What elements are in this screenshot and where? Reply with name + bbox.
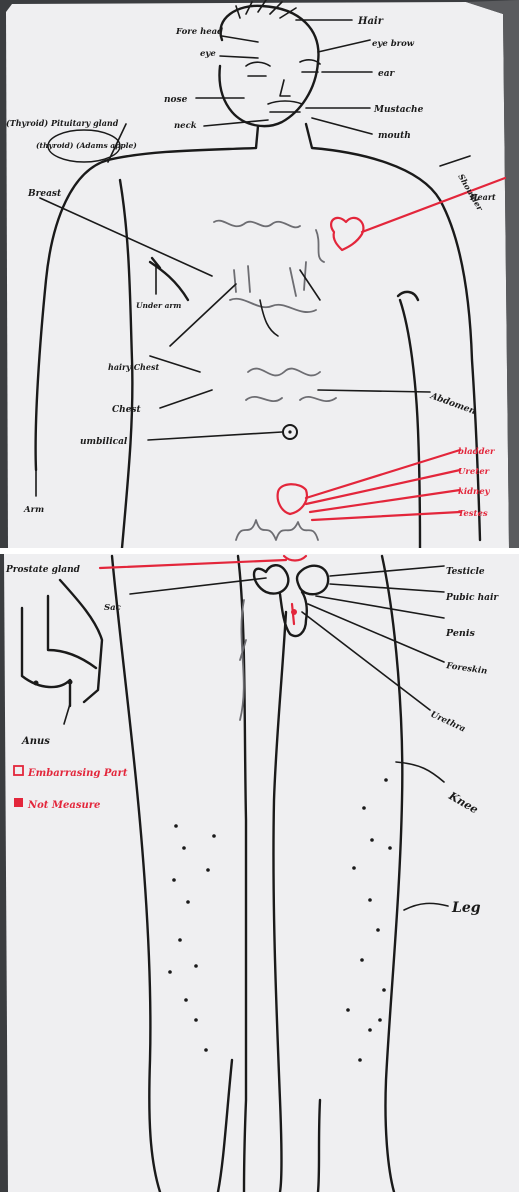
photo-divider	[0, 548, 519, 554]
leg-hair-dot	[206, 868, 210, 872]
leg-hair-dot	[174, 824, 178, 828]
label-thyroid: (thyroid) (Adams apple)	[36, 141, 137, 150]
label-sac: Sac	[104, 603, 122, 613]
label-penis: Penis	[445, 628, 475, 639]
label-ureter: Ureter	[458, 467, 490, 477]
legend-item-not-measure: Not Measure	[27, 800, 100, 811]
label-fore-head: Fore head	[175, 27, 223, 37]
label-heart: Heart	[469, 192, 496, 202]
label-kidney: kidney	[458, 487, 491, 497]
label-breast: Breast	[27, 189, 62, 199]
label-moustache: Mustache	[373, 105, 424, 115]
leg-hair-dot	[378, 1018, 382, 1022]
label-hair: Hair	[357, 16, 384, 27]
top-paper-sheet	[6, 2, 509, 548]
leg-hair-dot	[362, 806, 366, 810]
leg-hair-dot	[388, 846, 392, 850]
label-nose: nose	[164, 95, 188, 105]
leg-hair-dot	[186, 900, 190, 904]
leg-hair-dot	[178, 938, 182, 942]
label-arm: Arm	[23, 505, 44, 515]
leg-hair-dot	[352, 866, 356, 870]
leg-hair-dot	[184, 998, 188, 1002]
leg-hair-dot	[370, 838, 374, 842]
leg-hair-dot	[194, 964, 198, 968]
bottom-photo: Prostate gland Sac Testicle Pubic hair P…	[4, 554, 519, 1192]
leg-hair-dot	[172, 878, 176, 882]
label-pubic-hair: Pubic hair	[445, 593, 499, 603]
leg-hair-dot	[212, 834, 216, 838]
label-hairy-chest: hairy Chest	[108, 362, 159, 372]
label-anus: Anus	[21, 736, 50, 747]
leg-hair-dot	[382, 988, 386, 992]
leg-hair-dot	[194, 1018, 198, 1022]
leg-hair-dot	[376, 928, 380, 932]
label-umbilical: umbilical	[80, 437, 128, 447]
label-prostate: Prostate gland	[5, 565, 81, 575]
label-neck: neck	[174, 121, 197, 131]
legend-filled-marker	[14, 798, 23, 807]
label-leg: Leg	[451, 900, 481, 916]
label-bladder: bladder	[458, 447, 495, 457]
label-testes-top: Testes	[458, 509, 488, 519]
leg-hair-dot	[360, 958, 364, 962]
label-eye-brow: eye brow	[372, 39, 415, 49]
top-photo: Hair Fore head eye eye brow ear nose Mus…	[6, 0, 519, 548]
label-eye: eye	[200, 49, 216, 59]
label-under-arm: Under arm	[136, 301, 181, 310]
leg-hair-dot	[384, 778, 388, 782]
label-ear: ear	[378, 69, 396, 79]
label-mouth: mouth	[378, 131, 411, 141]
leg-hair-dot	[358, 1058, 362, 1062]
legend-item-embarrassing: Embarrasing Part	[27, 768, 128, 779]
leg-hair-dot	[168, 970, 172, 974]
label-testicle: Testicle	[446, 567, 485, 577]
leg-hair-dot	[368, 1028, 372, 1032]
leg-hair-dot	[182, 846, 186, 850]
leg-hair-dot	[368, 898, 372, 902]
leg-hair-dot	[204, 1048, 208, 1052]
bottom-paper-sheet	[4, 554, 519, 1192]
leg-hair-dot	[346, 1008, 350, 1012]
label-chest: Chest	[112, 405, 141, 415]
label-pituitary: (Thyroid) Pituitary gland	[6, 118, 119, 128]
